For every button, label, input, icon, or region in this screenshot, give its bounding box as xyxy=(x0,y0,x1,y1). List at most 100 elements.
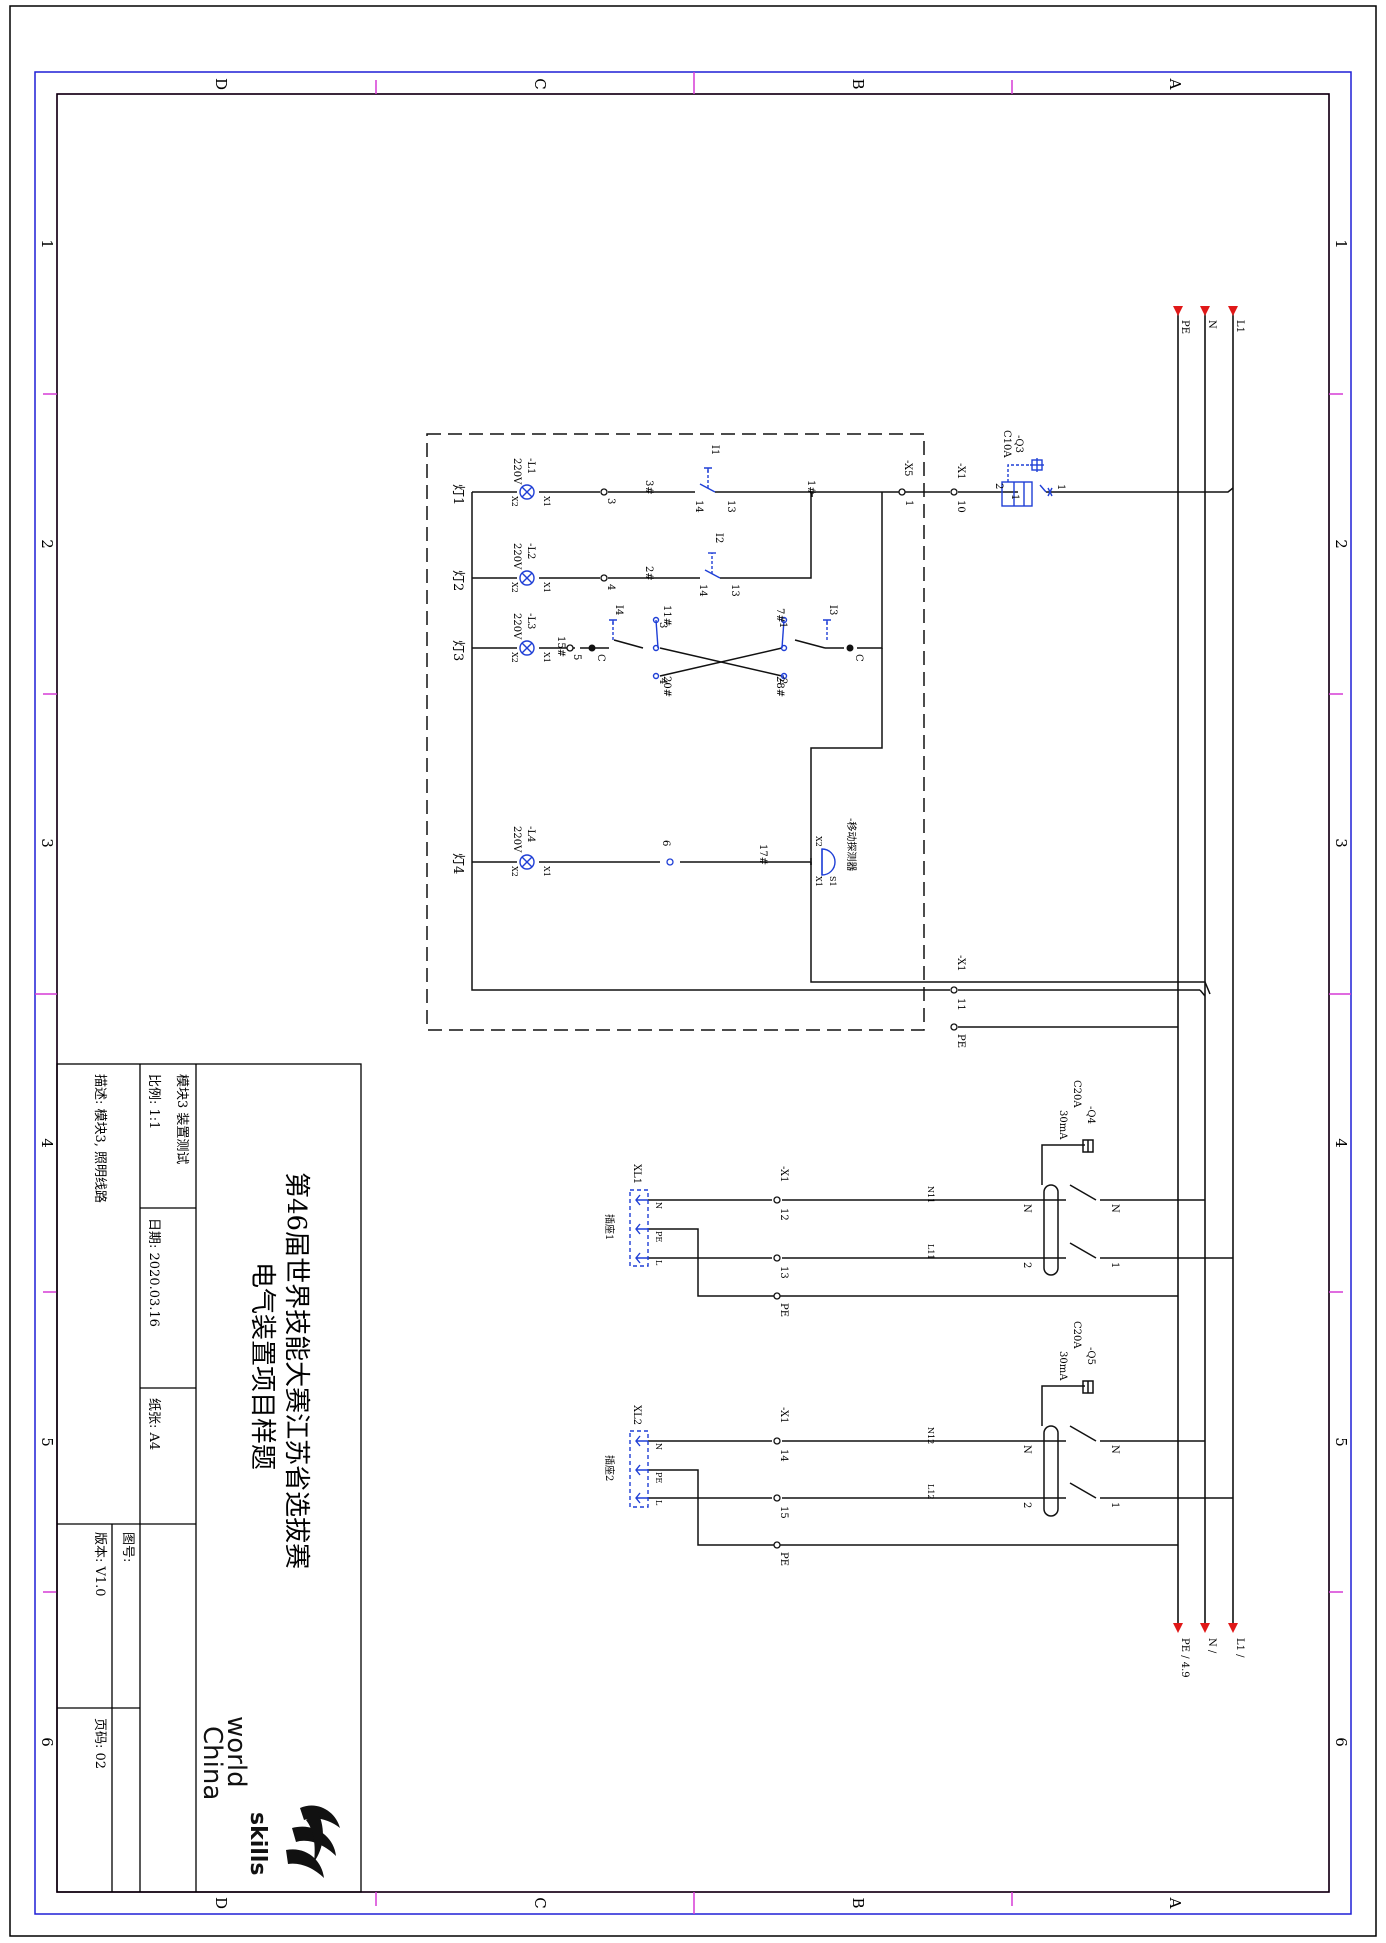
switch-i4-b: 4 xyxy=(657,678,668,684)
lamp-labels: -L1 220V X1 X2 灯1 -L2 220V X1 X2 灯2 -L3 … xyxy=(450,458,551,877)
busbar-label-pe-bottom: PE / 4.9 xyxy=(1179,1638,1190,1678)
socket-1-terminals xyxy=(773,1196,781,1300)
wire-number: 3# xyxy=(643,480,654,495)
lamp-l1-volt: 220V xyxy=(511,458,522,485)
motion-sensor-symbol xyxy=(821,848,836,876)
socket-2-tag: XL2 xyxy=(631,1405,642,1425)
title-scale: 比例: 1:1 xyxy=(146,1074,161,1129)
lamp-l1-x1: X1 xyxy=(542,496,551,507)
socket-2-wire-l: L12 xyxy=(926,1484,935,1500)
socket-1-name: 插座1 xyxy=(603,1214,616,1240)
rcbo-q5-n-in: N xyxy=(1109,1445,1120,1454)
arrow-down-icon xyxy=(1173,306,1183,316)
breaker-q3-rating: C10A xyxy=(1001,430,1012,458)
title-main: 第46届世界技能大赛江苏省选拔赛 xyxy=(281,1172,311,1569)
busbars xyxy=(1177,306,1234,1628)
terminal-dots xyxy=(566,488,958,1031)
rcbo-q4-rating: C20A xyxy=(1071,1080,1082,1108)
terminal-x1-pin10: 10 xyxy=(955,500,966,513)
wire-number: 2# xyxy=(643,566,654,581)
zone-number: 1 xyxy=(1332,239,1350,249)
switch-i2-in: 13 xyxy=(729,584,740,597)
rcbo-q5-p-in: 1 xyxy=(1109,1502,1120,1508)
lamp-l2-x2: X2 xyxy=(510,582,519,593)
lighting-circuit xyxy=(426,433,1234,1031)
terminal-x1-11 xyxy=(950,986,958,994)
lamp-l2-volt: 220V xyxy=(511,543,522,570)
node-3 xyxy=(600,488,608,496)
zone-letter: C xyxy=(531,78,549,89)
switch-i4-c: C xyxy=(595,654,606,662)
breaker-q3-labels: -Q3 C10A 1 2 1 xyxy=(993,430,1066,500)
socket-circuit-2 xyxy=(648,1380,1233,1546)
zone-numbers-right: 1 2 3 4 5 6 xyxy=(1332,239,1350,1747)
socket-2-symbols xyxy=(629,1430,649,1508)
blue-frame xyxy=(34,71,1352,1915)
busbar-arrows xyxy=(1173,306,1238,1633)
title-version: 版本: V1.0 xyxy=(92,1532,107,1597)
lamp-l4-volt: 220V xyxy=(511,826,522,853)
node-4-label: 4 xyxy=(605,584,616,590)
terminal-x1-pinpe: PE xyxy=(955,1034,966,1048)
lamp-l3 xyxy=(519,640,535,656)
zone-letter: D xyxy=(212,1897,230,1909)
switches-two-way xyxy=(609,616,831,680)
title-paper: 纸张: A4 xyxy=(146,1398,161,1450)
breaker-q3-pin-in: 1 xyxy=(1055,484,1066,490)
socket-1-l-term: 13 xyxy=(778,1266,789,1279)
zone-letter: A xyxy=(1166,78,1184,90)
socket-2-wire-n: N12 xyxy=(926,1427,935,1444)
wire-number: 11# xyxy=(661,605,672,626)
wire-numbers: 1# 3# 2# 7# 11# 15# 20# 28# 17# xyxy=(555,480,816,865)
rcbo-q4-p-in: 1 xyxy=(1109,1262,1120,1268)
zone-number: 4 xyxy=(1332,1138,1350,1148)
lamp-l4-tag: -L4 xyxy=(525,826,536,842)
zone-numbers-left: 1 2 3 4 5 6 xyxy=(38,239,56,1747)
socket-2-pin-l: L xyxy=(654,1500,663,1506)
node-3-label: 3 xyxy=(605,498,616,504)
motion-sensor-x1: X1 xyxy=(814,876,823,887)
terminal-x5-pin: 1 xyxy=(903,500,914,506)
node-6 xyxy=(666,858,674,866)
busbar-label-l1-top: L1 xyxy=(1234,320,1245,333)
zone-letter: C xyxy=(531,1897,549,1908)
logo-world: world xyxy=(221,1716,251,1788)
lamp-l1-tag: -L1 xyxy=(525,458,536,474)
zone-number: 6 xyxy=(38,1737,56,1747)
wire-number: 20# xyxy=(661,676,672,697)
socket-1-symbols xyxy=(629,1189,649,1267)
lamp-l3-x2: X2 xyxy=(510,652,519,663)
motion-sensor-s1: S1 xyxy=(828,876,837,887)
inner-drawing-border xyxy=(56,93,1330,1893)
wire-number: 7# xyxy=(774,608,785,623)
title-description: 描述: 模块3, 照明线路 xyxy=(92,1074,108,1203)
node-6-label: 6 xyxy=(660,840,671,846)
lamp-l3-x1: X1 xyxy=(542,652,551,663)
breaker-q3 xyxy=(1001,458,1053,507)
rcbo-q4-n-in: N xyxy=(1109,1204,1120,1213)
socket-1-n-term: 12 xyxy=(778,1208,789,1221)
switch-i3-c: C xyxy=(853,654,864,662)
arrow-down-icon xyxy=(1173,1623,1183,1633)
socket-2-name: 插座2 xyxy=(603,1455,616,1481)
busbar-label-n-top: N xyxy=(1206,320,1217,329)
zone-letter: A xyxy=(1166,1897,1184,1909)
terminal-x5-tag: -X5 xyxy=(902,460,913,477)
zone-letters-bottom: D C B A xyxy=(212,1897,1184,1909)
lamp-l4 xyxy=(519,854,535,870)
busbar-label-pe-top: PE xyxy=(1179,320,1190,334)
switch-i3-b: 2 xyxy=(777,678,788,684)
node-5-label: 5 xyxy=(571,654,582,660)
rcbo-q4-tag: -Q4 xyxy=(1085,1106,1096,1124)
zone-number: 1 xyxy=(38,239,56,249)
breaker-q3-pin-out-b: 1 xyxy=(1009,494,1020,500)
socket-2-x1-tag: -X1 xyxy=(778,1407,789,1424)
title-date: 日期: 2020.03.16 xyxy=(146,1218,161,1327)
motion-sensor-x2: X2 xyxy=(814,836,823,847)
lamp-l4-name: 灯4 xyxy=(450,853,465,874)
title-sub: 电气装置项目样题 xyxy=(247,1262,277,1470)
zone-number: 6 xyxy=(1332,1737,1350,1747)
lamp-l3-volt: 220V xyxy=(511,613,522,640)
switch-i2-tag: I2 xyxy=(713,533,724,543)
